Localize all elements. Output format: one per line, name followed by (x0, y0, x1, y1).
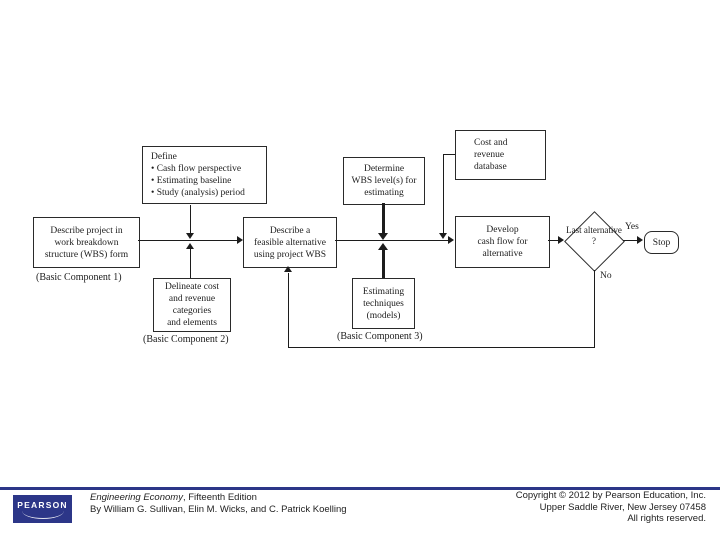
connector-define-down (190, 205, 191, 233)
node-text: alternative (482, 249, 523, 259)
decision-diamond-text: Last alternative ? (565, 225, 623, 246)
node-text: Determine (363, 164, 405, 174)
footer-book-title-rest: , Fifteenth Edition (182, 492, 257, 503)
connector-develop-to-decision (548, 240, 559, 241)
arrowhead-estimating-up (378, 243, 388, 250)
connector-feasible-to-develop (335, 240, 449, 241)
node-text: ? (592, 235, 596, 246)
arrowhead-costdb-down (439, 233, 447, 239)
connector-wbsform-to-feasible (138, 240, 237, 241)
node-define-bullet: • Estimating baseline (151, 176, 232, 186)
node-text: Estimating (362, 286, 405, 297)
arrowhead-loop-into-feasible (284, 266, 292, 272)
footer-authors: By William G. Sullivan, Elin M. Wicks, a… (90, 504, 347, 515)
connector-no-bottom (288, 347, 594, 348)
arrowhead-determine-down (378, 233, 388, 240)
footer-book-title-italic: Engineering Economy (90, 492, 183, 503)
node-define-title: Define (151, 152, 177, 162)
node-text: cash flow for (477, 237, 528, 247)
node-define: Define • Cash flow perspective • Estimat… (142, 146, 267, 204)
caption-basic-component-2: (Basic Component 2) (143, 334, 229, 345)
node-estimating-techniques: Estimating techniques (models) (352, 278, 415, 329)
footer-book-title: Engineering Economy, Fifteenth Edition (90, 492, 347, 504)
arrowhead-into-develop (448, 236, 454, 244)
node-delineate-cost-revenue: Delineate cost and revenue categories an… (153, 278, 231, 332)
node-text: Describe a (269, 225, 311, 236)
node-develop-cash-flow: Develop cash flow for alternative (455, 216, 550, 268)
node-text: feasible alternative (253, 237, 326, 248)
edge-label-yes: Yes (625, 222, 639, 232)
node-text: Stop (652, 237, 671, 248)
arrowhead-define-down (186, 233, 194, 239)
footer-copyright: Copyright © 2012 by Pearson Education, I… (516, 490, 706, 525)
edge-label-no: No (600, 271, 612, 281)
caption-basic-component-1: (Basic Component 1) (36, 272, 122, 283)
caption-basic-component-3: (Basic Component 3) (337, 331, 423, 342)
node-text: revenue (474, 150, 505, 160)
node-text: alternative (583, 225, 622, 235)
node-text: Describe project in (50, 225, 123, 236)
node-cost-revenue-database: Cost and revenue database (455, 130, 546, 180)
footer-book-info: Engineering Economy, Fifteenth Edition B… (90, 492, 347, 516)
node-text: Delineate cost (164, 282, 220, 292)
node-text: WBS level(s) for (351, 176, 417, 186)
node-text: Develop (486, 225, 519, 235)
footer-copyright-line: All rights reserved. (627, 513, 706, 524)
connector-determine-down (382, 203, 385, 233)
node-text: (models) (366, 310, 401, 321)
arrowhead-delineate-up (186, 243, 194, 249)
node-text: database (474, 162, 507, 172)
node-text: and elements (167, 318, 217, 328)
node-text: techniques (363, 298, 404, 309)
node-describe-feasible-alternative: Describe a feasible alternative using pr… (243, 217, 337, 268)
connector-delineate-up (190, 249, 191, 278)
connector-costdb-vertical (443, 154, 444, 233)
connector-costdb-horizontal (443, 154, 455, 155)
node-define-bullet: • Study (analysis) period (151, 188, 245, 198)
pearson-logo: PEARSON (13, 495, 72, 523)
node-text: Last (566, 225, 582, 235)
node-stop: Stop (644, 231, 679, 254)
footer-copyright-line: Copyright © 2012 by Pearson Education, I… (515, 490, 706, 501)
connector-estimating-up (382, 250, 385, 278)
node-text: Cost and (474, 138, 508, 148)
footer-divider-rule (0, 487, 720, 490)
connector-decision-to-stop (623, 240, 638, 241)
node-determine-wbs-level: Determine WBS level(s) for estimating (343, 157, 425, 205)
node-define-bullet: • Cash flow perspective (151, 164, 242, 174)
node-text: work breakdown (54, 237, 119, 248)
arrowhead-into-decision (558, 236, 564, 244)
pearson-swoosh-icon (21, 511, 64, 519)
node-text: using project WBS (253, 249, 327, 260)
footer-copyright-line: Upper Saddle River, New Jersey 07458 (539, 501, 706, 513)
node-describe-project-wbs: Describe project in work breakdown struc… (33, 217, 140, 268)
arrowhead-into-feasible (237, 236, 243, 244)
pearson-logo-text: PEARSON (17, 499, 68, 510)
node-text: structure (WBS) form (44, 249, 129, 260)
node-text: and revenue (168, 294, 216, 304)
connector-no-up (288, 273, 289, 347)
node-text: categories (172, 306, 212, 316)
connector-no-down (594, 270, 595, 348)
arrowhead-into-stop (637, 236, 643, 244)
node-text: estimating (364, 188, 404, 198)
